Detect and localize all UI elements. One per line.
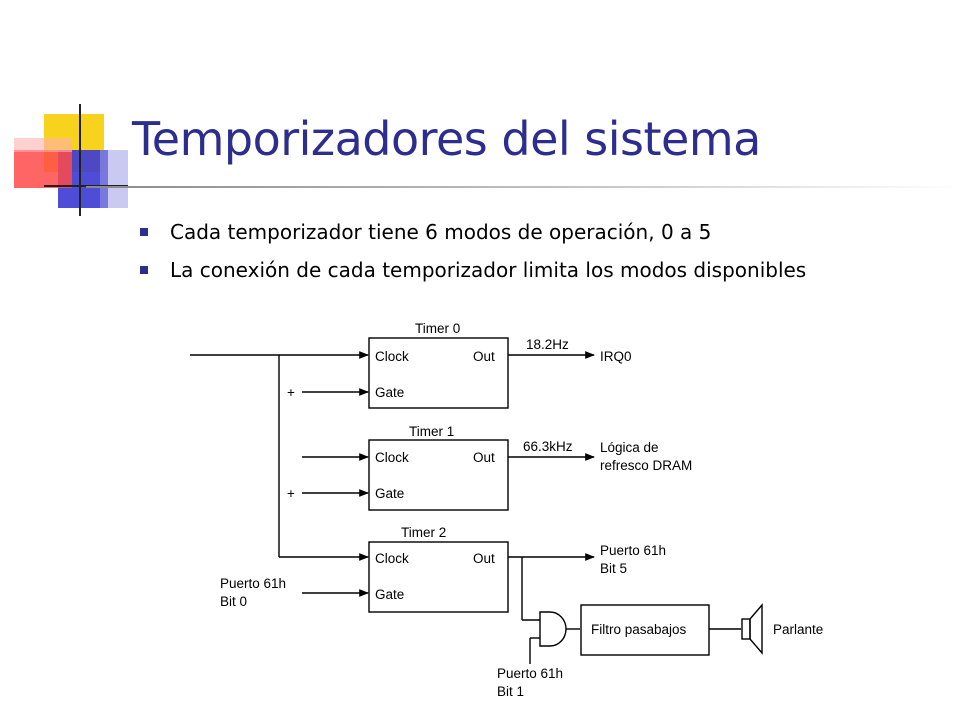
timer1-clock-label: Clock [375, 450, 409, 465]
timer0-gate-plus: + [287, 385, 295, 400]
timer1-destination-line1: Lógica de [600, 440, 659, 455]
corner-decoration [14, 104, 128, 216]
square-bullet-icon [140, 266, 148, 274]
speaker-icon-cone [749, 603, 763, 655]
timer0-gate-label: Gate [375, 385, 404, 400]
deco-blue-glow [100, 150, 128, 208]
bullet-text: Cada temporizador tiene 6 modos de opera… [170, 220, 712, 244]
timer2-clock-label: Clock [375, 551, 409, 566]
and-input-line1: Puerto 61h [497, 666, 563, 681]
bullet-item: Cada temporizador tiene 6 modos de opera… [140, 218, 806, 256]
and-input-line2: Bit 1 [497, 684, 524, 699]
filter-box [580, 604, 710, 656]
timer0-destination: IRQ0 [600, 349, 632, 364]
timer0-box [368, 337, 509, 409]
timer2-title: Timer 2 [401, 525, 446, 540]
timer1-frequency: 66.3kHz [523, 439, 573, 454]
timer2-box [368, 541, 509, 613]
bullet-text: La conexión de cada temporizador limita … [170, 258, 807, 282]
timer0-clock-label: Clock [375, 349, 409, 364]
title-underline [86, 186, 960, 188]
filter-label: Filtro pasabajos [591, 622, 687, 637]
timer2-gate-source-line2: Bit 0 [220, 594, 247, 609]
bullet-list: Cada temporizador tiene 6 modos de opera… [140, 218, 806, 294]
and-gate-shape [539, 611, 567, 647]
timer0-frequency: 18.2Hz [526, 337, 569, 352]
timer2-out-label: Out [473, 551, 495, 566]
timer1-gate-label: Gate [375, 486, 404, 501]
speaker-label: Parlante [773, 622, 823, 637]
timer0-out-label: Out [473, 349, 495, 364]
timer1-gate-plus: + [287, 486, 295, 501]
timer2-destination-line2: Bit 5 [600, 561, 627, 576]
timer1-destination-line2: refresco DRAM [600, 458, 692, 473]
slide-title: Temporizadores del sistema [132, 112, 761, 166]
timer0-title: Timer 0 [415, 321, 460, 336]
timer1-title: Timer 1 [409, 424, 454, 439]
speaker-icon-body [741, 618, 751, 640]
deco-red-square [14, 150, 72, 188]
timer2-gate-source-line1: Puerto 61h [220, 576, 286, 591]
bullet-item: La conexión de cada temporizador limita … [140, 256, 806, 294]
deco-red-glow [14, 138, 72, 152]
timer2-destination-line1: Puerto 61h [600, 543, 666, 558]
timer1-out-label: Out [473, 450, 495, 465]
square-bullet-icon [140, 228, 148, 236]
timer2-gate-label: Gate [375, 587, 404, 602]
timer1-box [368, 439, 509, 511]
